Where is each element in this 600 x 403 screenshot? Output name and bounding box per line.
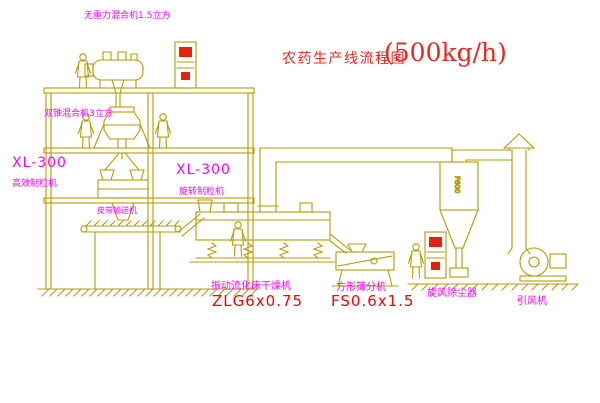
- gravity-mixer: [84, 51, 144, 108]
- exhaust-duct: [259, 147, 453, 163]
- worker-figure: [154, 113, 172, 149]
- ground-hatch-left: [41, 288, 258, 297]
- cyclone-separator: F600: [439, 149, 513, 278]
- label-granulator-left-name: 高效制粒机: [12, 179, 58, 189]
- feed-chute: [104, 152, 140, 171]
- label-belt-conveyor: 皮带输送机: [97, 206, 137, 215]
- worker-figure: [74, 53, 92, 89]
- label-sieve-model: FS0.6x1.5: [331, 292, 415, 310]
- control-cabinet-lower: [424, 231, 447, 279]
- label-dryer-model: ZLG6x0.75: [212, 292, 304, 310]
- square-sieve: [331, 243, 399, 287]
- ground-hatch-right: [411, 283, 579, 291]
- label-granulator-mid-model: XL-300: [176, 162, 231, 178]
- fluid-bed-dryer: [189, 147, 351, 263]
- induced-draft-fan: [407, 247, 579, 291]
- belt-hatch: [85, 220, 180, 227]
- belt-conveyor: [80, 213, 205, 289]
- diagram-title-capacity: (500kg/h): [384, 38, 507, 67]
- label-cyclone: 旋风除尘器: [427, 288, 477, 299]
- label-cone-mixer: 双锥混合机3立方: [44, 109, 113, 119]
- diagram-title: 农药生产线流程图: [282, 51, 406, 67]
- label-gravity-mixer: 无重力混合机1.5立方: [84, 11, 171, 21]
- label-granulator-left-model: XL-300: [12, 155, 67, 171]
- control-cabinet-upper: [174, 41, 197, 89]
- worker-figure: [407, 243, 425, 279]
- label-sieve-name: 方形筛分机: [336, 282, 386, 293]
- exhaust-stack: [503, 133, 535, 249]
- label-fan: 引风机: [517, 296, 547, 307]
- label-granulator-mid-name: 旋转制粒机: [179, 187, 225, 197]
- double-cone-mixer: [93, 106, 151, 149]
- worker-figure: [229, 221, 247, 257]
- duct-dimension-text: F600: [453, 176, 461, 193]
- granulator: [97, 169, 149, 221]
- label-dryer-name: 振动流化床干燥机: [211, 281, 291, 292]
